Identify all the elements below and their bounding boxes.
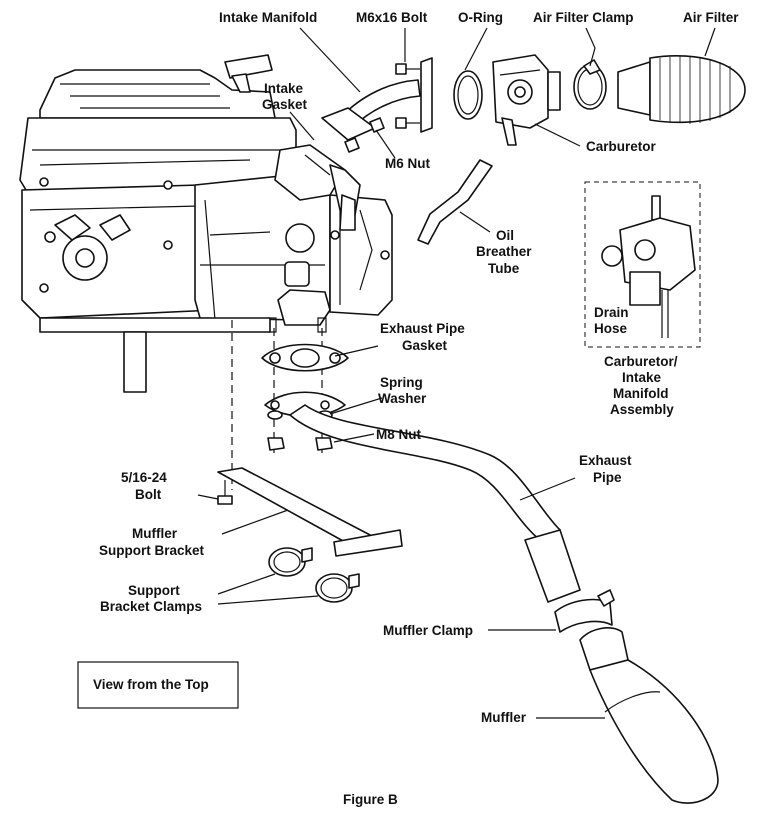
label-exhaust-gasket-line1: Exhaust Pipe (380, 321, 465, 336)
label-m6x16-bolt: M6x16 Bolt (356, 10, 428, 25)
label-intake-gasket-line1: Intake (264, 81, 304, 96)
label-air-filter-clamp: Air Filter Clamp (533, 10, 634, 25)
carb-assembly-inset (584, 181, 701, 348)
support-bracket-clamps (268, 547, 360, 603)
air-filter (617, 55, 746, 124)
bolt-5-16-24 (217, 480, 233, 505)
label-oil-breather-line1: Oil (496, 228, 514, 243)
label-drain-hose-line2: Hose (594, 321, 628, 336)
label-bolt-line1: 5/16-24 (121, 470, 167, 485)
labels: Intake Manifold M6x16 Bolt O-Ring Air Fi… (93, 10, 739, 807)
label-muffler-support-line1: Muffler (132, 526, 178, 541)
label-spring-washer-line2: Washer (378, 391, 427, 406)
m6x16-bolts (395, 63, 420, 129)
label-oil-breather-line3: Tube (488, 261, 520, 276)
leader-lines (197, 27, 716, 719)
label-oil-breather-line2: Breather (476, 244, 532, 259)
label-o-ring: O-Ring (458, 10, 503, 25)
label-muffler-clamp: Muffler Clamp (383, 623, 473, 638)
label-carb-assembly-line2: Intake (622, 370, 662, 385)
label-bolt-line2: Bolt (135, 487, 162, 502)
label-muffler: Muffler (481, 710, 527, 725)
label-carb-assembly-line4: Assembly (610, 402, 674, 417)
label-intake-manifold: Intake Manifold (219, 10, 317, 25)
label-m8-nut: M8 Nut (376, 427, 422, 442)
view-from-top-box (77, 661, 239, 709)
label-exhaust-pipe-line1: Exhaust (579, 453, 632, 468)
label-exhaust-pipe-line2: Pipe (593, 470, 622, 485)
air-filter-clamp (573, 59, 607, 110)
label-support-clamps-line1: Support (128, 583, 180, 598)
label-m6-nut: M6 Nut (385, 156, 431, 171)
exhaust-pipe-gasket (261, 343, 349, 372)
label-drain-hose-line1: Drain (594, 305, 629, 320)
label-carb-assembly-line3: Manifold (613, 386, 669, 401)
carb-flange (420, 57, 433, 133)
muffler-clamp (554, 589, 615, 633)
label-carb-assembly-line1: Carburetor/ (604, 354, 678, 369)
label-spring-washer-line1: Spring (380, 375, 423, 390)
carburetor (492, 54, 561, 146)
o-ring (453, 70, 483, 120)
label-view-from-top: View from the Top (93, 677, 209, 692)
label-muffler-support-line2: Support Bracket (99, 543, 205, 558)
muffler-support-bracket (217, 467, 403, 557)
m8-nuts (267, 437, 333, 451)
label-air-filter: Air Filter (683, 10, 739, 25)
oil-breather-tube (417, 159, 493, 245)
muffler (579, 627, 719, 804)
label-figure: Figure B (343, 792, 398, 807)
label-support-clamps-line2: Bracket Clamps (100, 599, 202, 614)
label-exhaust-gasket-line2: Gasket (402, 338, 448, 353)
label-carburetor: Carburetor (586, 139, 657, 154)
m6-nuts (344, 117, 385, 153)
exhaust-pipe (289, 404, 581, 603)
engine (19, 54, 393, 393)
label-intake-gasket-line2: Gasket (262, 97, 308, 112)
